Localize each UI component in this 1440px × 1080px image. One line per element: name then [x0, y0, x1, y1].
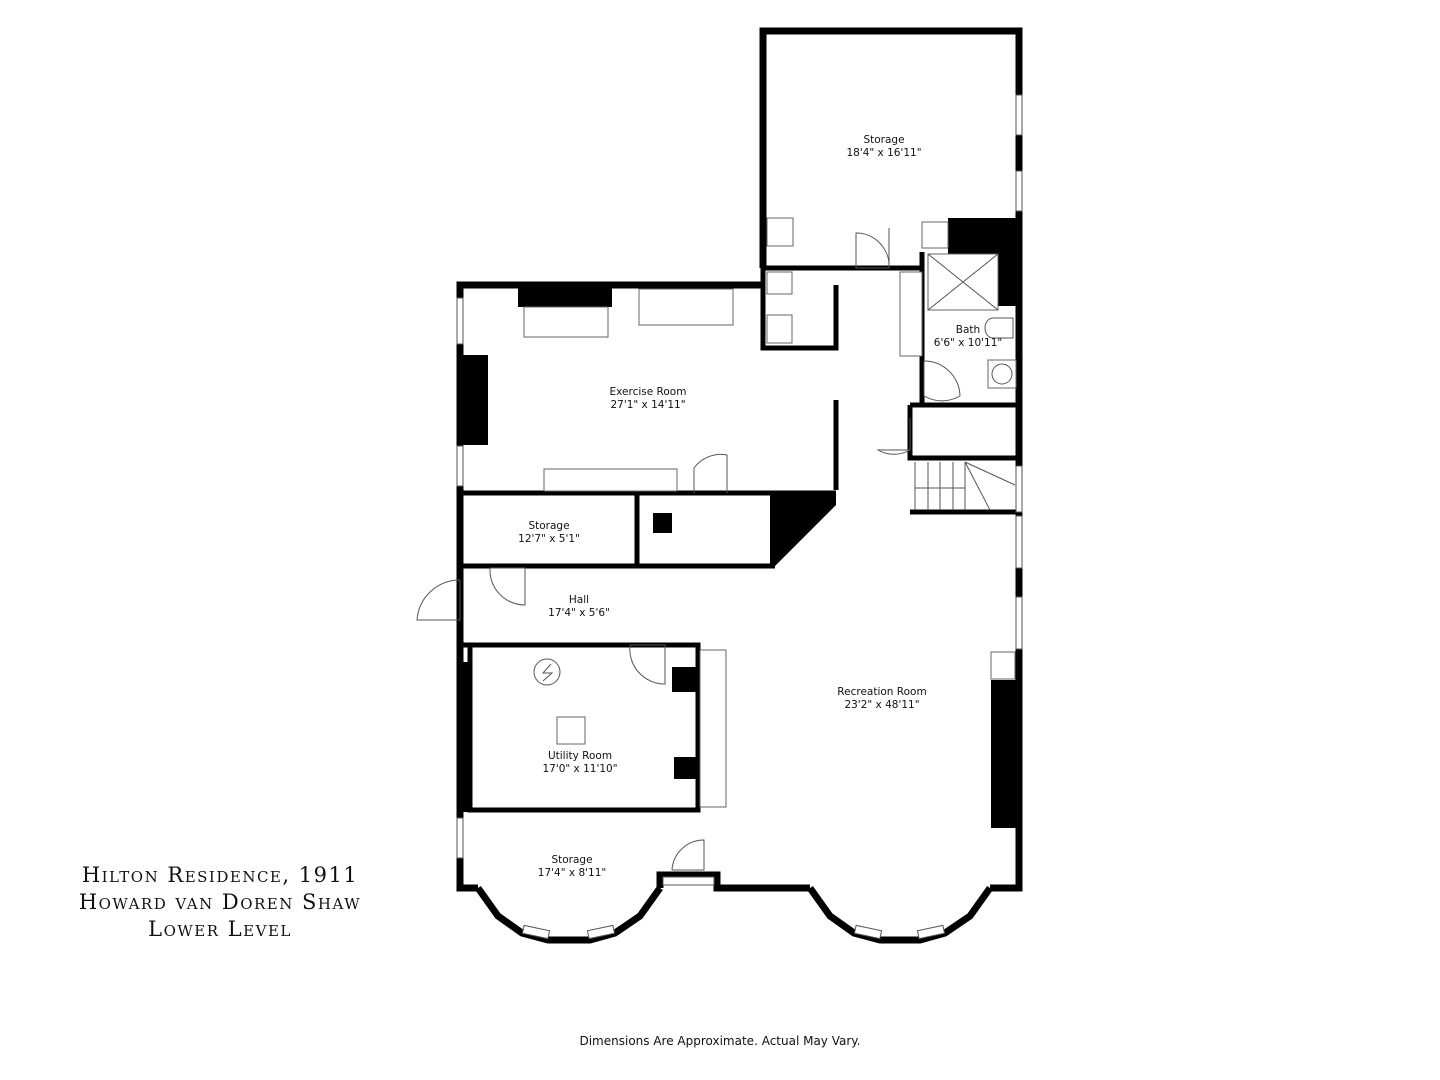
- room-name: Storage: [863, 134, 905, 146]
- window: [1015, 596, 1023, 650]
- window: [456, 445, 464, 487]
- utility-box: [556, 716, 586, 745]
- title-property: Hilton Residence, 1911: [81, 863, 359, 887]
- room-name: Exercise Room: [609, 386, 687, 398]
- room-utility: Utility Room 17'0" x 11'10": [542, 750, 617, 776]
- window: [1015, 170, 1023, 212]
- title-architect: Howard van Doren Shaw: [78, 890, 362, 914]
- rec-east-mass: [991, 680, 1019, 828]
- shower-cross: [927, 253, 999, 311]
- utility-counter: [699, 649, 727, 808]
- room-hall: Hall 17'4" x 5'6": [548, 594, 610, 620]
- toilet: [984, 317, 1014, 339]
- room-bath: Bath 6'6" x 10'11": [934, 324, 1002, 350]
- door-utility: [629, 644, 666, 685]
- exercise-cabinet: [523, 306, 609, 338]
- wall-exterior-east: [990, 218, 1023, 892]
- storage-shelf: [766, 217, 794, 247]
- bath-sink-bowl: [991, 363, 1013, 385]
- window: [662, 876, 715, 886]
- bay-wall-right: [807, 885, 993, 944]
- room-dims: 17'4" x 8'11": [537, 867, 607, 879]
- disclaimer: Dimensions Are Approximate. Actual May V…: [579, 1034, 861, 1048]
- exercise-north-mass: [518, 285, 612, 307]
- exercise-counter-bottom: [543, 468, 678, 492]
- room-storage-mid: Storage 12'7" x 5'1": [518, 520, 580, 546]
- room-name: Storage: [551, 854, 593, 866]
- room-dims: 23'2" x 48'11": [844, 699, 920, 711]
- window: [456, 297, 464, 345]
- utility-mass-top: [672, 667, 698, 692]
- window: [1015, 465, 1023, 513]
- door-storage-mid: [489, 567, 526, 606]
- room-dims: 18'4" x 16'11": [846, 147, 922, 159]
- window: [1015, 94, 1023, 136]
- door-storage-south: [671, 839, 705, 871]
- room-name: Hall: [568, 594, 590, 606]
- window: [916, 924, 946, 940]
- bath-sink: [987, 359, 1017, 389]
- room-name: Utility Room: [547, 750, 613, 762]
- water-heater-bolt: [541, 663, 554, 682]
- window: [853, 924, 883, 940]
- exercise-counter-top: [638, 288, 734, 326]
- storage-corner-mass: [770, 493, 836, 566]
- rec-counter: [899, 271, 923, 357]
- room-name: Recreation Room: [837, 686, 927, 698]
- window: [521, 924, 551, 940]
- bay-wall-left: [475, 885, 663, 944]
- door-hall-exterior: [416, 579, 461, 621]
- door-stair-closet: [876, 418, 911, 455]
- room-dims: 27'1" x 14'11": [610, 399, 686, 411]
- door-storage-north: [855, 228, 890, 269]
- room-recreation: Recreation Room 23'2" x 48'11": [837, 686, 926, 712]
- storage-pillar: [653, 513, 672, 533]
- window: [1015, 515, 1023, 569]
- closet-shelf-2: [766, 314, 793, 344]
- door-bath: [923, 360, 961, 402]
- room-storage-north: Storage 18'4" x 16'11": [846, 134, 921, 160]
- room-exercise: Exercise Room 27'1" x 14'11": [610, 386, 687, 412]
- room-storage-south: Storage 17'4" x 8'11": [538, 854, 606, 880]
- room-dims: 12'7" x 5'1": [518, 533, 580, 545]
- window: [586, 924, 616, 940]
- room-dims: 6'6" x 10'11": [933, 337, 1003, 349]
- room-dims: 17'4" x 5'6": [548, 607, 610, 619]
- window: [456, 817, 464, 859]
- wall-stair-closet: [907, 405, 1019, 461]
- room-name: Storage: [528, 520, 570, 532]
- room-name: Bath: [955, 324, 981, 336]
- door-exercise: [693, 453, 728, 493]
- utility-west-mass: [458, 662, 470, 812]
- rec-east-shelf: [990, 651, 1016, 680]
- title-level: Lower Level: [148, 917, 292, 941]
- utility-mass-bottom: [674, 757, 698, 779]
- utility-sink: [921, 221, 949, 249]
- water-heater-icon: [533, 658, 561, 686]
- closet-shelf-1: [766, 271, 793, 295]
- wall-south-mid: [656, 871, 810, 892]
- room-dims: 17'0" x 11'10": [542, 763, 618, 775]
- stairs: [914, 461, 1016, 511]
- wall-closet: [760, 268, 839, 351]
- title-block: Hilton Residence, 1911 Howard van Doren …: [40, 862, 400, 943]
- exercise-west-mass: [458, 355, 488, 445]
